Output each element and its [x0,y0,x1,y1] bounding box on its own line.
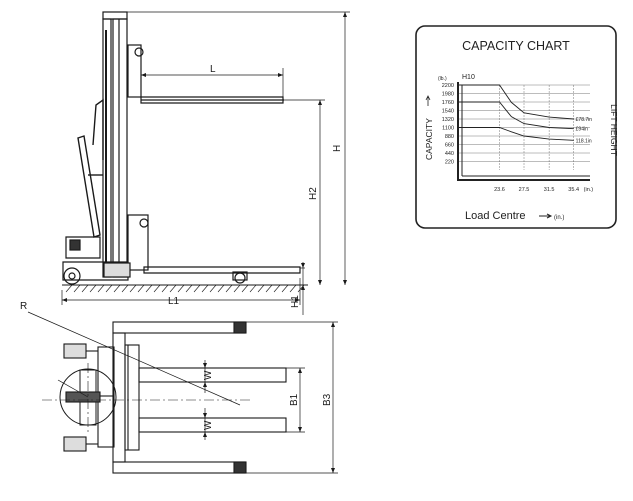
y-tick-label: 1100 [442,126,454,132]
mast [102,11,128,278]
tiller-handle [77,98,104,238]
base-wheels [62,236,248,285]
dim-W-label-upper: W [203,370,214,380]
dim-B1-label: B1 [289,393,300,406]
y-tick-label: 440 [445,151,454,157]
dim-L1-label: L1 [168,296,180,307]
y-tick-label: 1540 [442,109,454,115]
chart-ylabel: CAPACITY [424,118,434,160]
x-tick-label: 35.4 [568,187,579,193]
dim-W-label-lower: W [203,420,214,430]
centre-lines [42,363,250,432]
chart-unit-lb: (lb.) [438,76,447,82]
curve-label-3: 118.1in [576,138,592,144]
dim-L-label: L [210,64,216,75]
side-view [62,11,308,293]
capacity-curve-3 [458,127,574,141]
capacity-curve-1 [458,84,574,120]
top-view [59,321,287,474]
dim-H-label: H [332,145,343,152]
side-dim-arrows [62,12,347,302]
top-dimensions [246,321,338,474]
y-tick-label: 880 [445,134,454,140]
x-tick-label: 31.5 [544,187,555,193]
curve-label-2: £94in [576,127,588,133]
dim-B3-label: B3 [322,393,333,406]
dim-H1-label: H1 [290,295,301,308]
side-dimensions [61,11,350,315]
y-tick-label: 660 [445,143,454,149]
fork-carriage [127,44,301,274]
y-tick-label: 220 [445,160,454,166]
capacity-curve-2 [458,101,574,130]
chart-curve-labels: £78.7in £94in 118.1in [576,117,593,144]
top-dim-arrows [203,322,335,473]
chart-model: H10 [462,74,475,81]
y-tick-label: 1320 [442,117,454,123]
chart-title: CAPACITY CHART [462,39,570,53]
y-tick-label: 1760 [442,100,454,106]
x-axis-arrow-icon [539,213,553,219]
chart-xunit: (in.) [554,215,564,221]
ground-hatch [62,284,308,293]
x-tick-label: 27.5 [519,187,530,193]
chart-xlabel: Load Centre [465,210,526,222]
y-axis-arrow-icon [425,95,431,106]
x-unit-label: (in.) [584,187,594,193]
turning-radius [27,311,241,406]
chart-ylabel-right: LIFT HEIGHT [609,104,619,156]
capacity-chart: CAPACITY CHART (lb.) H10 CAPACITY LIFT H… [415,25,619,229]
chart-axes [457,82,590,181]
y-tick-label: 2200 [442,83,454,89]
chart-ticks: 2200 1980 1760 1540 1320 1100 880 660 440 220 23.6… [442,83,594,193]
dim-R-label: R [20,301,27,312]
y-tick-label: 1980 [442,92,454,98]
dim-H2-label: H2 [308,187,319,200]
x-tick-label: 23.6 [494,187,505,193]
curve-label-1: £78.7in [576,117,593,123]
chart-plot-area [457,82,590,181]
